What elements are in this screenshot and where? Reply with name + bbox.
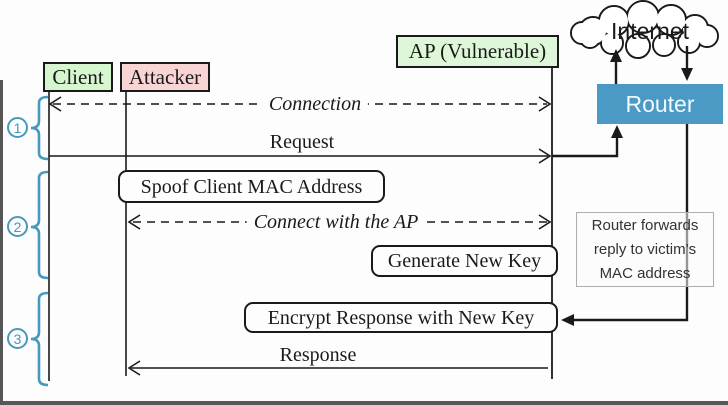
connection-message-label: Connection <box>261 93 369 115</box>
actor-attacker: Attacker <box>120 62 210 92</box>
connection-arrow <box>48 96 552 112</box>
router-forwards-note: Router forwards reply to victim’s MAC ad… <box>576 212 714 287</box>
step-3-bracket <box>30 291 49 387</box>
step-3-badge: 3 <box>7 328 28 349</box>
actor-ap-label: AP (Vulnerable) <box>408 39 547 63</box>
router-node: Router <box>597 84 723 124</box>
frame-edge-bottom <box>0 401 728 405</box>
response-message-label: Response <box>279 344 357 366</box>
note-line-2: reply to victim’s <box>593 240 697 258</box>
step-2-number: 2 <box>13 218 22 235</box>
request-arrow <box>49 134 619 164</box>
step-1-number: 1 <box>13 119 22 136</box>
router-forward-arrow <box>572 124 689 322</box>
step-2-badge: 2 <box>7 216 28 237</box>
response-arrow <box>127 360 548 376</box>
generate-key-action: Generate New Key <box>371 245 558 277</box>
frame-edge-left <box>0 80 3 405</box>
note-line-1: Router forwards <box>591 216 699 234</box>
spoof-mac-action: Spoof Client MAC Address <box>118 170 385 203</box>
request-message-label: Request <box>269 131 335 153</box>
actor-client: Client <box>43 62 113 92</box>
step-brackets <box>30 95 49 387</box>
note-line-3: MAC address <box>599 264 691 282</box>
router-label: Router <box>625 90 695 117</box>
internet-label: Internet <box>611 18 689 44</box>
step-3-number: 3 <box>13 330 22 347</box>
step-2-bracket <box>30 170 49 280</box>
connect-ap-arrow <box>127 214 552 230</box>
generate-key-label: Generate New Key <box>387 250 542 272</box>
step-1-badge: 1 <box>7 117 28 138</box>
actor-attacker-label: Attacker <box>128 64 202 89</box>
spoof-mac-label: Spoof Client MAC Address <box>140 175 363 198</box>
actor-client-label: Client <box>52 64 104 89</box>
router-internet-arrows <box>614 46 689 84</box>
request-to-router-arrowhead <box>611 125 623 138</box>
step-1-bracket <box>30 95 49 161</box>
encrypt-response-label: Encrypt Response with New Key <box>267 306 535 329</box>
encrypt-response-action: Encrypt Response with New Key <box>244 302 558 333</box>
connect-ap-message-label: Connect with the AP <box>246 211 426 233</box>
actor-ap: AP (Vulnerable) <box>396 35 559 68</box>
